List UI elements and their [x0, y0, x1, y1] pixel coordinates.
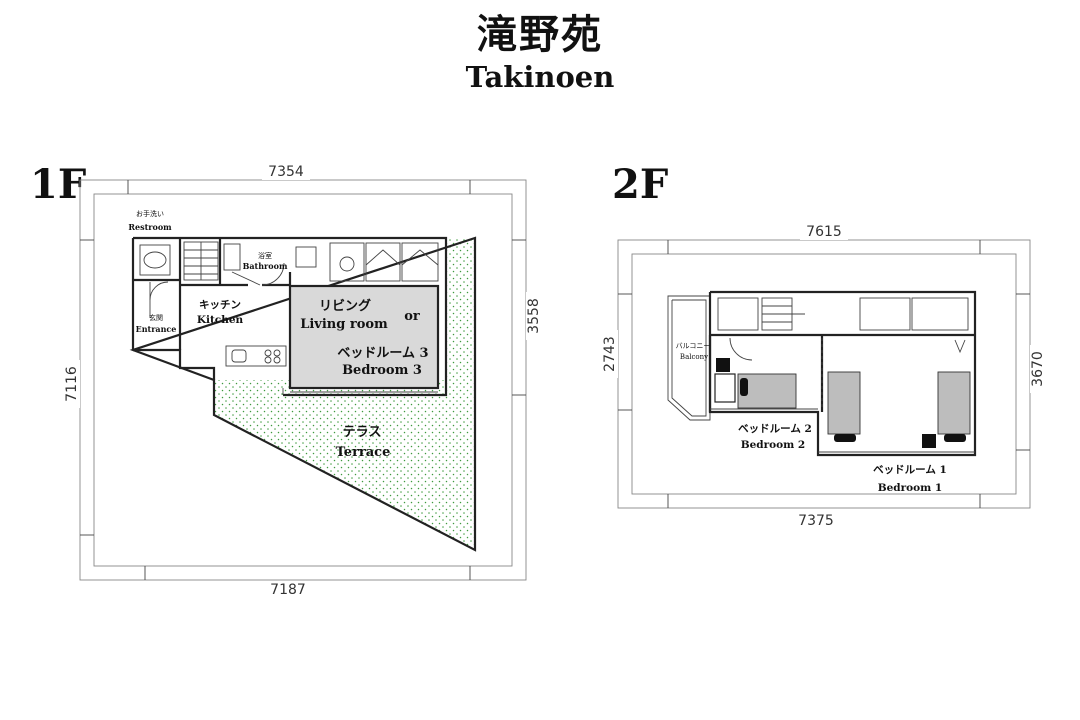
- bed-bedroom-1-left: [827, 371, 861, 435]
- bedroom-2-label-en: Bedroom 2: [741, 439, 806, 451]
- floor-1-dim-left: 7116: [64, 366, 80, 402]
- bedroom-1-label-jp: ベッドルーム 1: [873, 464, 947, 476]
- balcony-label-jp: バルコニー: [676, 342, 711, 350]
- floor-2-plan: 2F 7615 7375 2743 3670: [602, 161, 1046, 529]
- floor-2-dim-left: 2743: [602, 336, 618, 372]
- floor-2-dim-top: 7615: [806, 224, 842, 240]
- restroom-label-jp: お手洗い: [136, 209, 164, 218]
- floor-2-label: 2F: [612, 161, 668, 208]
- entrance-label-jp: 玄関: [149, 313, 163, 322]
- entrance-label-en: Entrance: [136, 324, 177, 334]
- floor-1-stairs: [183, 241, 219, 281]
- kitchen-label-jp: キッチン: [199, 299, 241, 311]
- bedroom-3-label-en: Bedroom 3: [342, 363, 422, 378]
- terrace-label-jp: テラス: [343, 425, 382, 440]
- bathroom-label-jp: 浴室: [258, 251, 272, 260]
- floor-2-dim-right: 3670: [1030, 351, 1046, 387]
- floor-2-stairs: [761, 297, 805, 331]
- floor-1-dim-right: 3558: [526, 298, 542, 334]
- floor-1-plan: 1F 7354 7187 7116 3558: [30, 161, 542, 598]
- bathroom-label-en: Bathroom: [243, 261, 288, 271]
- living-bedroom-3-room: [288, 284, 440, 390]
- floor-1-inner-frame: [93, 193, 513, 567]
- or-label: or: [404, 309, 420, 324]
- restroom-label-en: Restroom: [128, 222, 172, 232]
- kitchen-label-en: Kitchen: [197, 314, 244, 326]
- title-japanese: 滝野苑: [477, 11, 603, 58]
- floor-1-dim-bottom: 7187: [270, 582, 306, 598]
- bedroom-3-label-jp: ベッドルーム 3: [337, 346, 428, 361]
- title-block: 滝野苑 Takinoen: [0, 10, 1080, 94]
- floor-2-inner-frame: [631, 253, 1017, 495]
- balcony-label-en: Balcony: [680, 353, 708, 361]
- bedroom-2-label-jp: ベッドルーム 2: [738, 423, 812, 435]
- living-room-label-en: Living room: [300, 317, 388, 332]
- terrace-label-en: Terrace: [336, 445, 391, 460]
- living-room-label-jp: リビング: [319, 298, 371, 314]
- title-english: Takinoen: [465, 60, 615, 94]
- bed-bedroom-1-right: [937, 371, 971, 435]
- bedroom-1-label-en: Bedroom 1: [878, 482, 943, 494]
- balcony-area: [667, 295, 711, 421]
- floor-2-dim-bottom: 7375: [798, 513, 834, 529]
- floor-1-label: 1F: [30, 161, 86, 208]
- floor-1-dim-top: 7354: [268, 164, 304, 180]
